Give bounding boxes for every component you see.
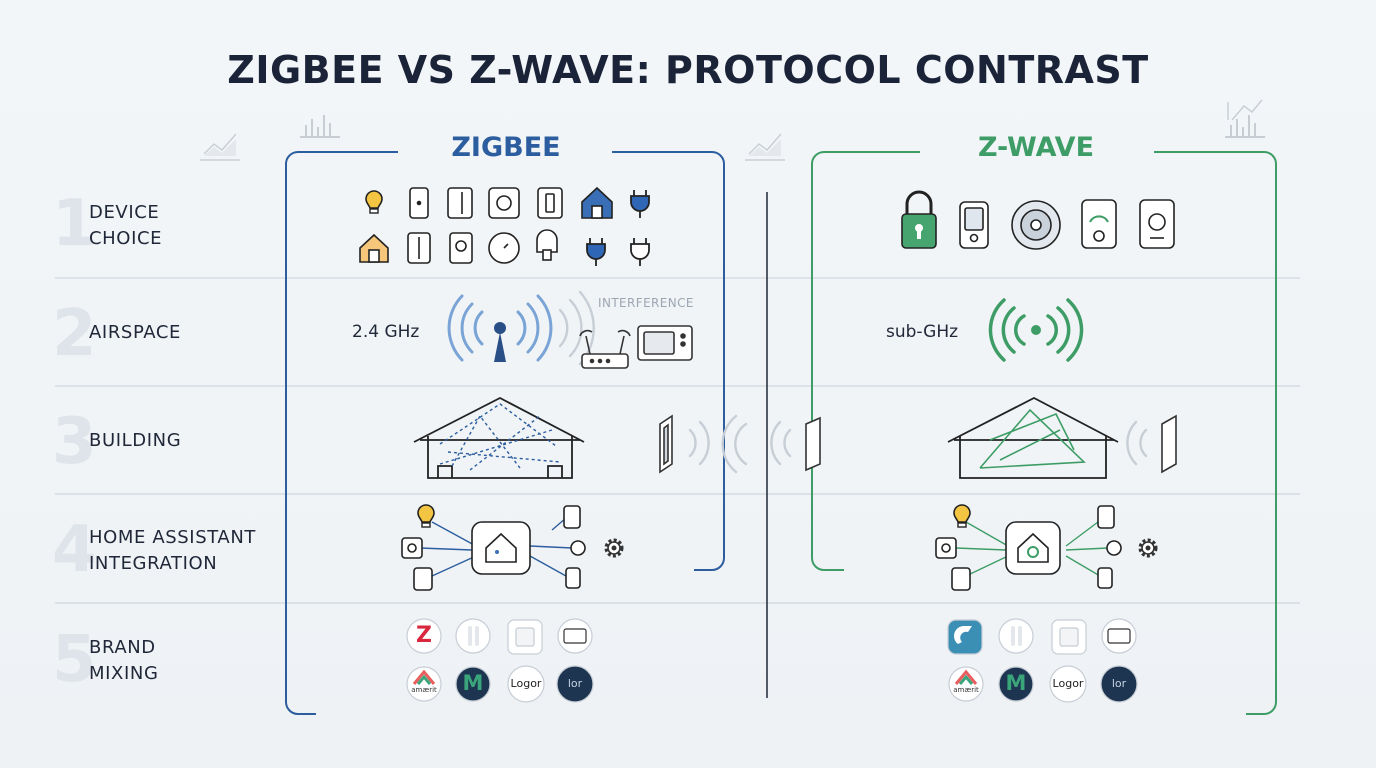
zigbee-brand-logos xyxy=(406,618,594,703)
zigbee-house-icon xyxy=(413,396,585,479)
brand-logo-m-text: M xyxy=(462,671,484,695)
zwave-brand-logos xyxy=(947,618,1138,703)
row-label-line: CHOICE xyxy=(89,228,163,249)
zwave-column-title: Z-WAVE xyxy=(977,132,1095,163)
brand-logo-m xyxy=(998,666,1034,702)
gear-icon xyxy=(604,538,624,558)
zigbee-hub-icon xyxy=(471,521,531,575)
row-number-1: 1 xyxy=(52,187,97,261)
door-sensor-icon xyxy=(1097,567,1113,589)
brand-logo-amaerit-text: amærit xyxy=(411,686,437,694)
brand-logo-m xyxy=(455,666,491,702)
brand-logo-amaerit-text: amærit xyxy=(953,686,979,694)
interference-label: INTERFERENCE xyxy=(598,296,694,310)
zigbee-device-icons xyxy=(359,186,650,267)
row-dividers xyxy=(55,277,1300,604)
brand-logo-amaerit xyxy=(406,666,442,702)
brand-logo-z-text: Z xyxy=(416,623,432,648)
brand-logo-white xyxy=(455,618,491,654)
row-label-line: MIXING xyxy=(89,663,159,684)
switch-icon xyxy=(413,567,433,591)
brand-logo-logor-text: Logor xyxy=(1052,677,1084,690)
brand-logo-m-text: M xyxy=(1005,671,1027,695)
dial-icon xyxy=(1106,540,1122,556)
brand-logo-lor-text: lor xyxy=(1111,677,1127,690)
brand-logo-lor-text: lor xyxy=(567,677,583,690)
zwave-panel-frame xyxy=(811,151,1277,715)
zigbee-frequency-label: 2.4 GHz xyxy=(352,322,420,342)
gear-icon xyxy=(1138,538,1158,558)
row-label-device-choice: DEVICE CHOICE xyxy=(89,200,162,252)
decorative-chart-icon xyxy=(199,99,1266,161)
contact-sensor-icon xyxy=(563,505,581,529)
row-number-3: 3 xyxy=(52,405,97,479)
row-label-line: DEVICE xyxy=(89,202,160,223)
row-label-brand-mixing: BRAND MIXING xyxy=(89,635,159,687)
row-number-5: 5 xyxy=(52,623,97,697)
row-label-line: BUILDING xyxy=(89,430,182,451)
zwave-hub-diagram xyxy=(955,521,1109,577)
zwave-signal-icon xyxy=(988,298,1084,362)
brand-logo-lor xyxy=(556,665,594,703)
zwave-house-icon xyxy=(947,396,1119,479)
row-label-building: BUILDING xyxy=(89,428,181,454)
row-label-line: INTEGRATION xyxy=(89,553,218,574)
bulb-icon xyxy=(417,504,435,528)
zigbee-mesh-lines xyxy=(439,403,561,471)
zwave-device-icons xyxy=(901,190,1175,250)
brand-logo-logor-text: Logor xyxy=(510,677,542,690)
microwave-icon xyxy=(637,325,693,361)
dial-icon xyxy=(570,540,586,556)
zigbee-brand-logo-z xyxy=(406,618,442,654)
row-label-line: HOME ASSISTANT xyxy=(89,527,256,548)
row-label-home-assistant: HOME ASSISTANT INTEGRATION xyxy=(89,525,256,577)
row-number-4: 4 xyxy=(52,513,97,587)
row-label-line: BRAND xyxy=(89,637,156,658)
antenna-icon xyxy=(494,322,506,362)
zigbee-column-title: ZIGBEE xyxy=(451,132,561,163)
row-number-2: 2 xyxy=(52,297,97,371)
brand-logo-white xyxy=(998,618,1034,654)
router-icon xyxy=(579,329,631,369)
zwave-frequency-label: sub-GHz xyxy=(886,322,959,342)
zwave-mesh-lines xyxy=(979,408,1086,469)
brand-logo-lor xyxy=(1100,665,1138,703)
contact-sensor-icon xyxy=(1097,505,1115,529)
switch-icon xyxy=(951,567,971,591)
page-title: ZIGBEE VS Z-WAVE: PROTOCOL CONTRAST xyxy=(227,48,1149,92)
brand-logo-logor xyxy=(507,665,545,703)
brand-logo-logor xyxy=(1049,665,1087,703)
zigbee-signal-icon xyxy=(447,294,553,362)
wall-icons xyxy=(659,414,1177,474)
zigbee-panel-frame xyxy=(285,151,725,715)
zwave-brand-logo-main xyxy=(947,619,983,655)
zigbee-hub-diagram xyxy=(419,517,573,577)
row-label-airspace: AIRSPACE xyxy=(89,320,181,346)
row-label-line: AIRSPACE xyxy=(89,322,181,343)
signal-waves xyxy=(688,414,1148,474)
brand-logo-amaerit xyxy=(948,666,984,702)
door-sensor-icon xyxy=(565,567,581,589)
